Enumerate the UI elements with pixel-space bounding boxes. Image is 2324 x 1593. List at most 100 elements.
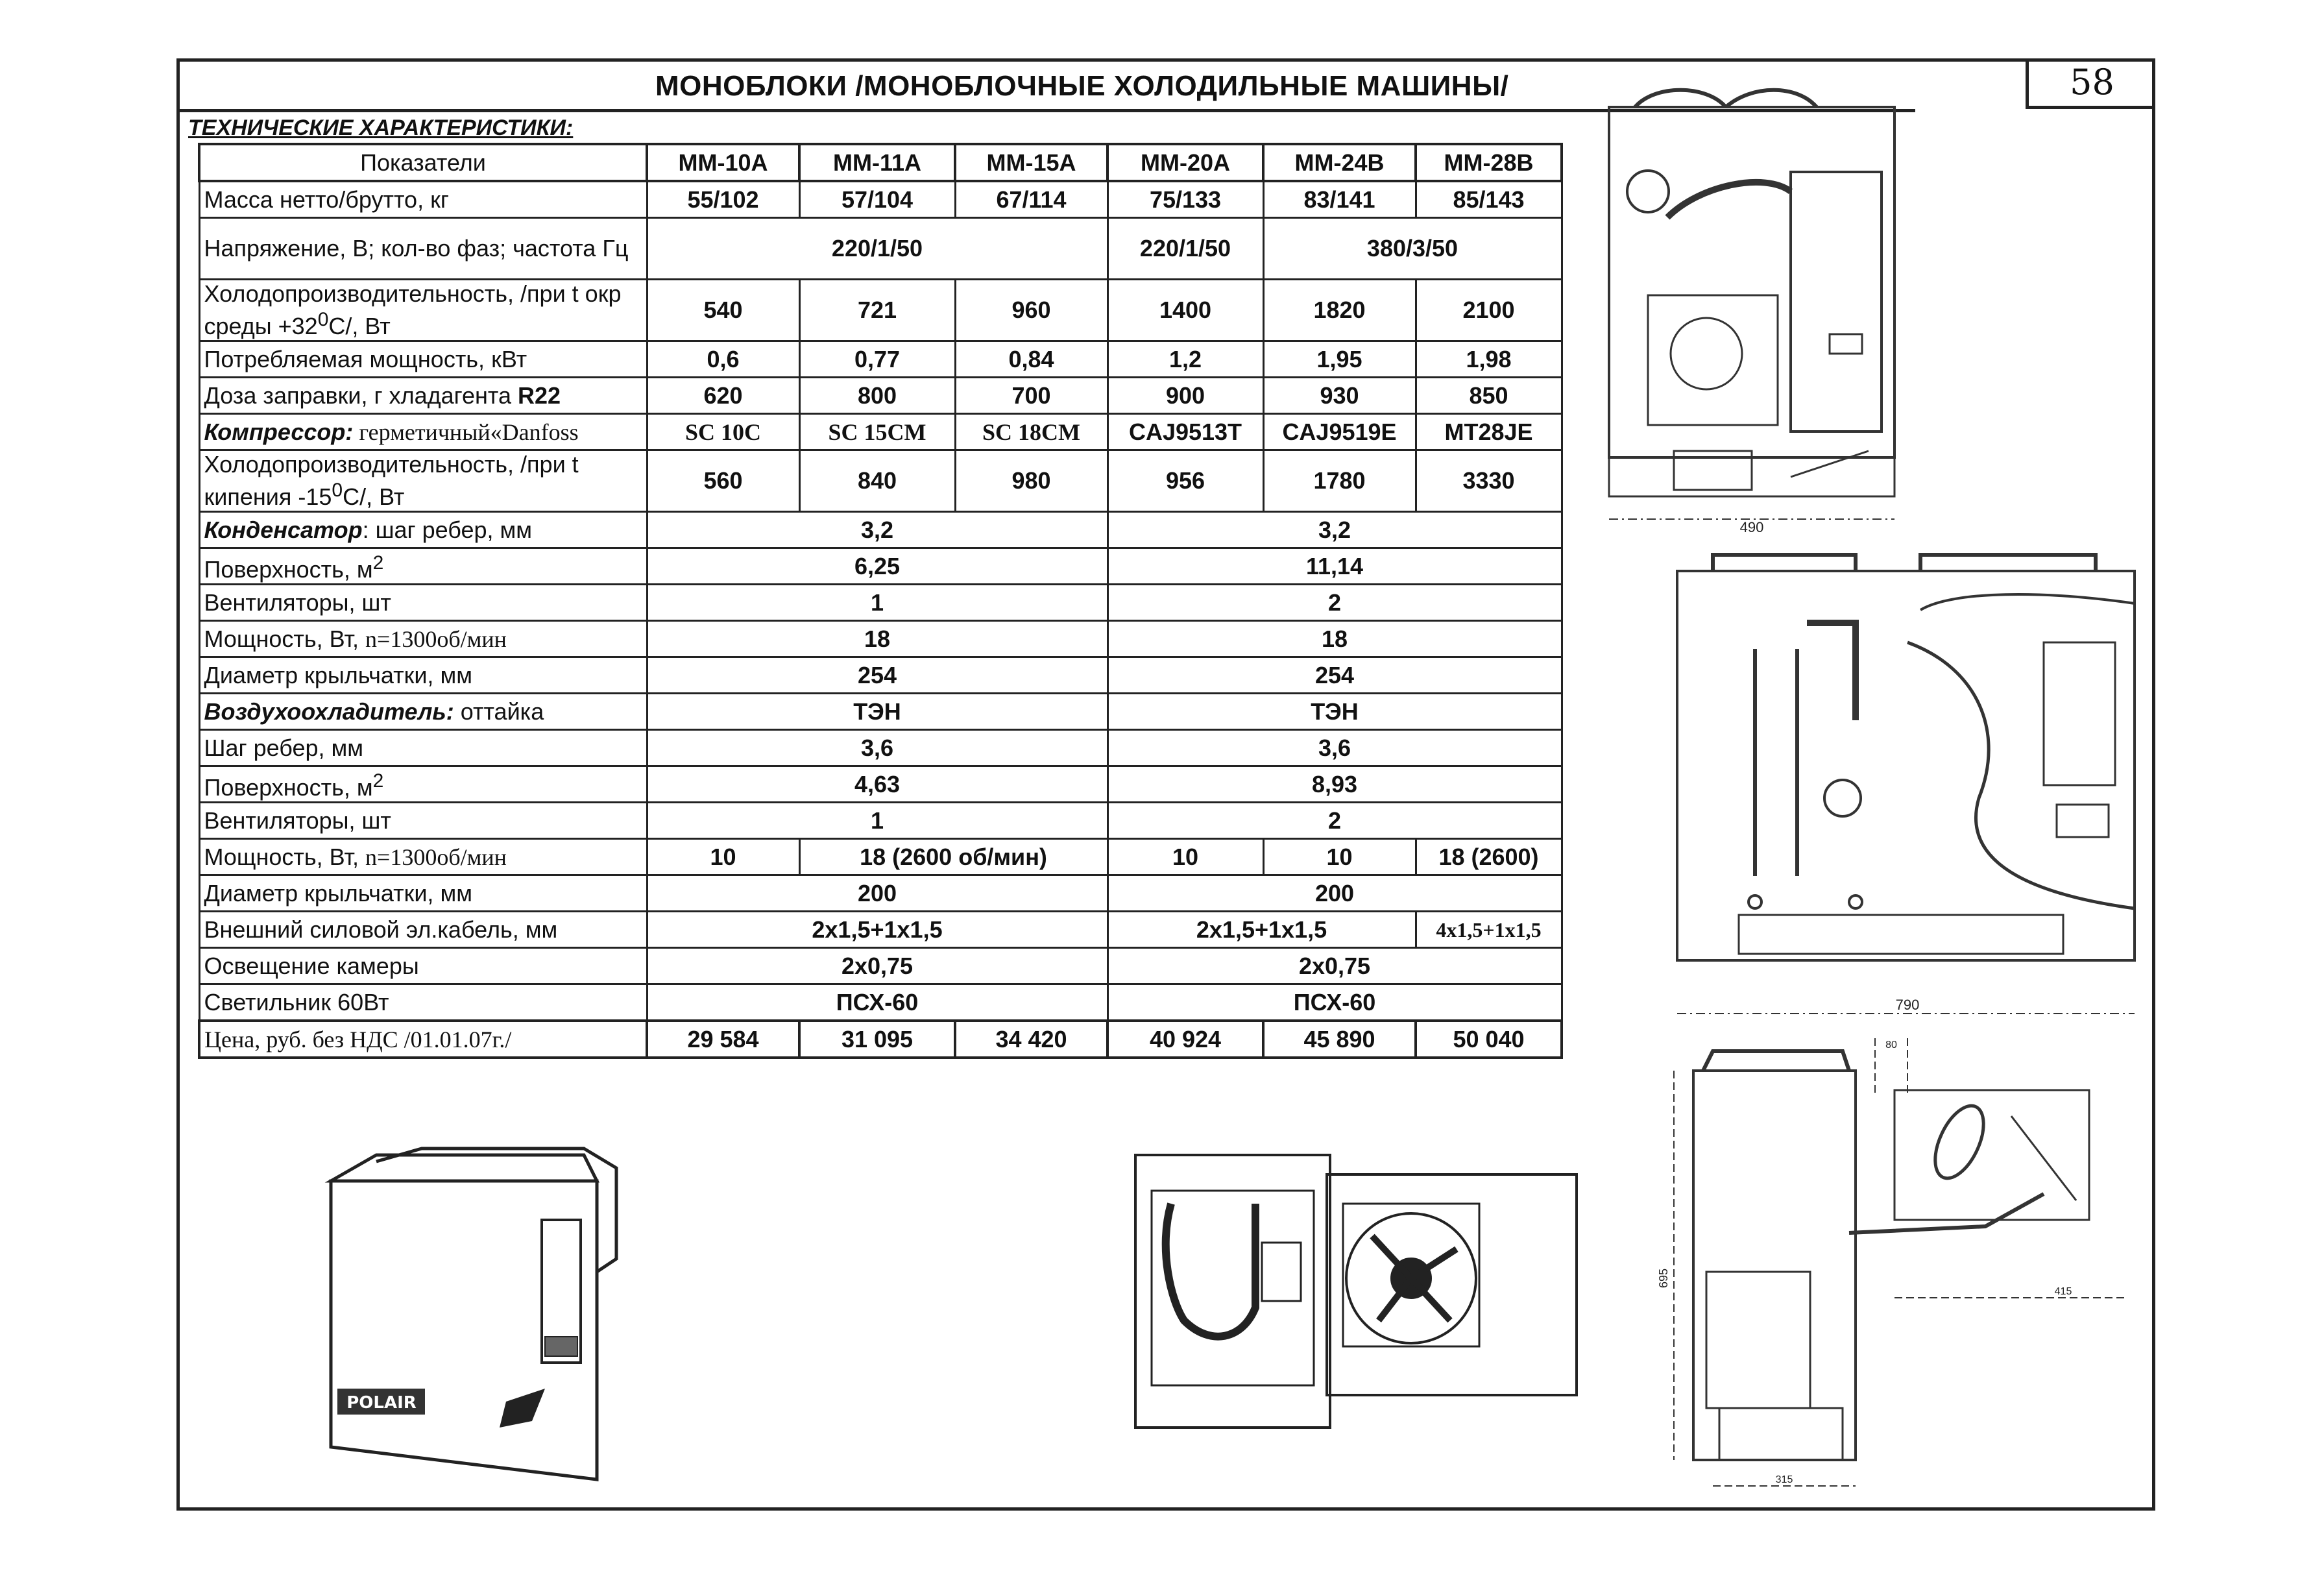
table-cell: SC 15CM — [798, 413, 956, 451]
table-cell: 2х0,75 — [646, 947, 1109, 985]
table-row: Потребляемая мощность, кВт 0,6 0,77 0,84… — [198, 340, 1563, 378]
table-cell: 67/114 — [954, 180, 1109, 219]
table-cell: 8,93 — [1106, 765, 1563, 803]
table-cell: 45 890 — [1262, 1019, 1417, 1059]
row-label-text: Холодопроизводительность, /при t окр сре… — [204, 280, 622, 339]
table-cell: 1,2 — [1106, 340, 1265, 378]
table-cell: 540 — [646, 278, 801, 342]
unit-illustration: POLAIR — [324, 1147, 618, 1481]
row-label: Цена, руб. без НДС /01.01.07г./ — [198, 1019, 648, 1059]
refrigerant-label: R22 — [518, 382, 561, 409]
row-label-text: n=1300об/мин — [365, 844, 507, 870]
table-cell: 55/102 — [646, 180, 801, 219]
table-cell: 956 — [1106, 449, 1265, 513]
table-row: Шаг ребер, мм 3,6 3,6 — [198, 729, 1563, 767]
row-label: Конденсатор: шаг ребер, мм — [198, 511, 648, 549]
row-label: Мощность, Вт, n=1300об/мин — [198, 620, 648, 658]
dimension-label: 695 — [1657, 1269, 1670, 1288]
table-cell: ТЭН — [646, 692, 1109, 731]
table-cell: 840 — [798, 449, 956, 513]
table-cell: 3,2 — [1106, 511, 1563, 549]
table-cell: 200 — [646, 874, 1109, 912]
table-cell: 900 — [1106, 376, 1265, 415]
table-cell: 18 (2600) — [1414, 838, 1563, 876]
table-cell: 10 — [1106, 838, 1265, 876]
row-label: Масса нетто/брутто, кг — [198, 180, 648, 219]
row-label-text: С/, Вт — [328, 313, 391, 339]
row-label: Освещение камеры — [198, 947, 648, 985]
table-row: Освещение камеры 2х0,75 2х0,75 — [198, 947, 1563, 985]
title-underline — [176, 109, 1915, 112]
row-label: Потребляемая мощность, кВт — [198, 340, 648, 378]
table-cell: 800 — [798, 376, 956, 415]
table-cell: 83/141 — [1262, 180, 1417, 219]
table-row: Вентиляторы, шт 1 2 — [198, 801, 1563, 840]
section-label: Воздухоохладитель: — [204, 698, 454, 725]
table-row: Поверхность, м2 4,63 8,93 — [198, 765, 1563, 803]
table-cell: 4,63 — [646, 765, 1109, 803]
table-cell: 1780 — [1262, 449, 1417, 513]
table-cell: 560 — [646, 449, 801, 513]
table-cell: 0,84 — [954, 340, 1109, 378]
section-subtitle: ТЕХНИЧЕСКИЕ ХАРАКТЕРИСТИКИ: — [188, 116, 574, 140]
table-cell: 700 — [954, 376, 1109, 415]
row-label: Холодопроизводительность, /при t окр сре… — [198, 278, 648, 342]
unit-drawing-section: 80 695 415 315 — [1657, 1038, 2128, 1487]
table-cell: SC 18CM — [954, 413, 1109, 451]
row-label: Диаметр крыльчатки, мм — [198, 874, 648, 912]
table-cell: 18 (2600 об/мин) — [798, 838, 1109, 876]
header-cell: ММ-10А — [646, 143, 801, 182]
table-cell: 930 — [1262, 376, 1417, 415]
table-cell: 0,77 — [798, 340, 956, 378]
row-label-text: оттайка — [454, 698, 544, 725]
row-label: Поверхность, м2 — [198, 547, 648, 585]
table-cell: 220/1/50 — [1106, 217, 1265, 280]
row-label: Вентиляторы, шт — [198, 583, 648, 622]
dimension-label: 315 — [1776, 1474, 1793, 1485]
page-number: 58 — [2026, 58, 2155, 109]
dimension-label: 490 — [1740, 519, 1764, 535]
row-label-text: герметичный«Danfoss — [353, 419, 579, 445]
table-cell: 2100 — [1414, 278, 1563, 342]
table-cell: 18 — [646, 620, 1109, 658]
table-cell: 2 — [1106, 583, 1563, 622]
table-cell: 220/1/50 — [646, 217, 1109, 280]
table-cell: 85/143 — [1414, 180, 1563, 219]
row-label: Светильник 60Вт — [198, 983, 648, 1022]
dimension-label: 80 — [1885, 1040, 1897, 1051]
table-cell: SC 10C — [646, 413, 801, 451]
table-cell: 3,6 — [1106, 729, 1563, 767]
table-cell: 34 420 — [954, 1019, 1109, 1059]
table-row: Вентиляторы, шт 1 2 — [198, 583, 1563, 622]
table-cell: 721 — [798, 278, 956, 342]
table-cell: 2х0,75 — [1106, 947, 1563, 985]
table-cell: CAJ9513T — [1106, 413, 1265, 451]
header-cell: ММ-15А — [954, 143, 1109, 182]
logo-swoosh — [500, 1389, 545, 1428]
row-label: Мощность, Вт, n=1300об/мин — [198, 838, 648, 876]
table-cell: ТЭН — [1106, 692, 1563, 731]
section-label: Компрессор: — [204, 418, 354, 445]
header-cell: ММ-20А — [1106, 143, 1265, 182]
table-row: Компрессор: герметичный«Danfoss SC 10C S… — [198, 413, 1563, 451]
table-row: Масса нетто/брутто, кг 55/102 57/104 67/… — [198, 180, 1563, 219]
row-label: Вентиляторы, шт — [198, 801, 648, 840]
table-row: Мощность, Вт, n=1300об/мин 10 18 (2600 о… — [198, 838, 1563, 876]
table-row: Диаметр крыльчатки, мм 200 200 — [198, 874, 1563, 912]
brand-plate — [337, 1389, 425, 1415]
section-label: Конденсатор — [204, 516, 363, 543]
dimension-label: 415 — [2055, 1286, 2072, 1297]
header-cell: Показатели — [198, 143, 648, 182]
table-header-row: Показатели ММ-10А ММ-11А ММ-15А ММ-20А М… — [198, 143, 1563, 182]
table-row: Напряжение, В; кол-во фаз; частота Гц 22… — [198, 217, 1563, 280]
table-cell: 2х1,5+1х1,5 — [646, 910, 1109, 949]
table-cell: 10 — [1262, 838, 1417, 876]
table-cell: 75/133 — [1106, 180, 1265, 219]
table-cell: 620 — [646, 376, 801, 415]
table-row: Воздухоохладитель: оттайка ТЭН ТЭН — [198, 692, 1563, 731]
row-label-text: Доза заправки, г хладагента — [204, 382, 518, 409]
table-cell: 1820 — [1262, 278, 1417, 342]
dimension-label: 790 — [1896, 997, 1920, 1013]
row-label: Диаметр крыльчатки, мм — [198, 656, 648, 694]
table-cell: 980 — [954, 449, 1109, 513]
